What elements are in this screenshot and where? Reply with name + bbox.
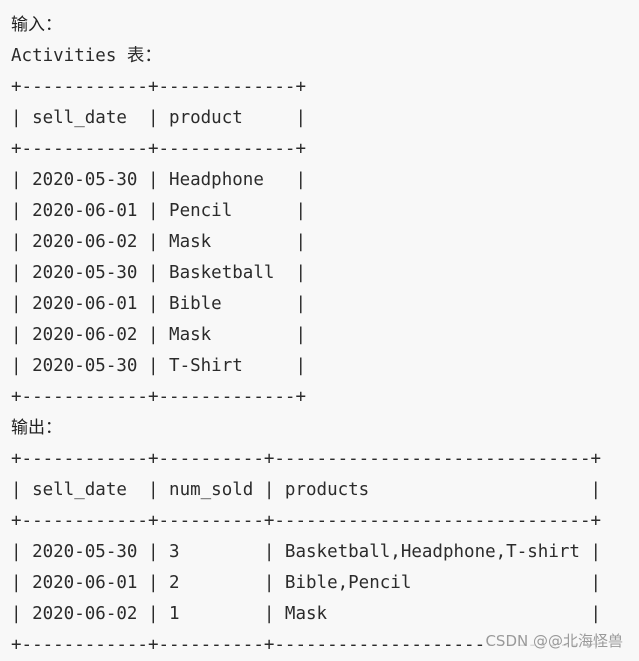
output-table-header: | sell_date | num_sold | products | bbox=[11, 480, 602, 500]
input-table-row: | 2020-06-02 | Mask | bbox=[11, 325, 307, 345]
input-table-row: | 2020-06-02 | Mask | bbox=[11, 232, 307, 252]
input-table-bottom-border: +------------+-------------+ bbox=[11, 387, 307, 407]
csdn-watermark: CSDN @@北海怪兽 bbox=[483, 630, 625, 651]
activities-table-label: Activities 表： bbox=[11, 46, 162, 66]
output-table-top-border: +------------+----------+---------------… bbox=[11, 449, 602, 469]
output-label: 输出： bbox=[11, 418, 62, 438]
input-table-top-border: +------------+-------------+ bbox=[11, 77, 307, 97]
input-table-row: | 2020-06-01 | Bible | bbox=[11, 294, 307, 314]
input-label: 输入： bbox=[11, 15, 62, 35]
output-table-bottom-border: +------------+----------+---------------… bbox=[11, 635, 602, 655]
input-table-row: | 2020-05-30 | Headphone | bbox=[11, 170, 307, 190]
input-table: +------------+-------------+ | sell_date… bbox=[11, 72, 631, 413]
example-block: 输入： Activities 表： +------------+--------… bbox=[11, 10, 631, 661]
input-table-row: | 2020-05-30 | T-Shirt | bbox=[11, 356, 307, 376]
output-table: +------------+----------+---------------… bbox=[11, 444, 631, 661]
input-table-header: | sell_date | product | bbox=[11, 108, 307, 128]
input-table-header-border: +------------+-------------+ bbox=[11, 139, 307, 159]
input-table-row: | 2020-05-30 | Basketball | bbox=[11, 263, 307, 283]
output-table-row: | 2020-05-30 | 3 | Basketball,Headphone,… bbox=[11, 542, 602, 562]
output-table-row: | 2020-06-02 | 1 | Mask | bbox=[11, 604, 602, 624]
output-table-header-border: +------------+----------+---------------… bbox=[11, 511, 602, 531]
input-table-row: | 2020-06-01 | Pencil | bbox=[11, 201, 307, 221]
output-table-row: | 2020-06-01 | 2 | Bible,Pencil | bbox=[11, 573, 602, 593]
